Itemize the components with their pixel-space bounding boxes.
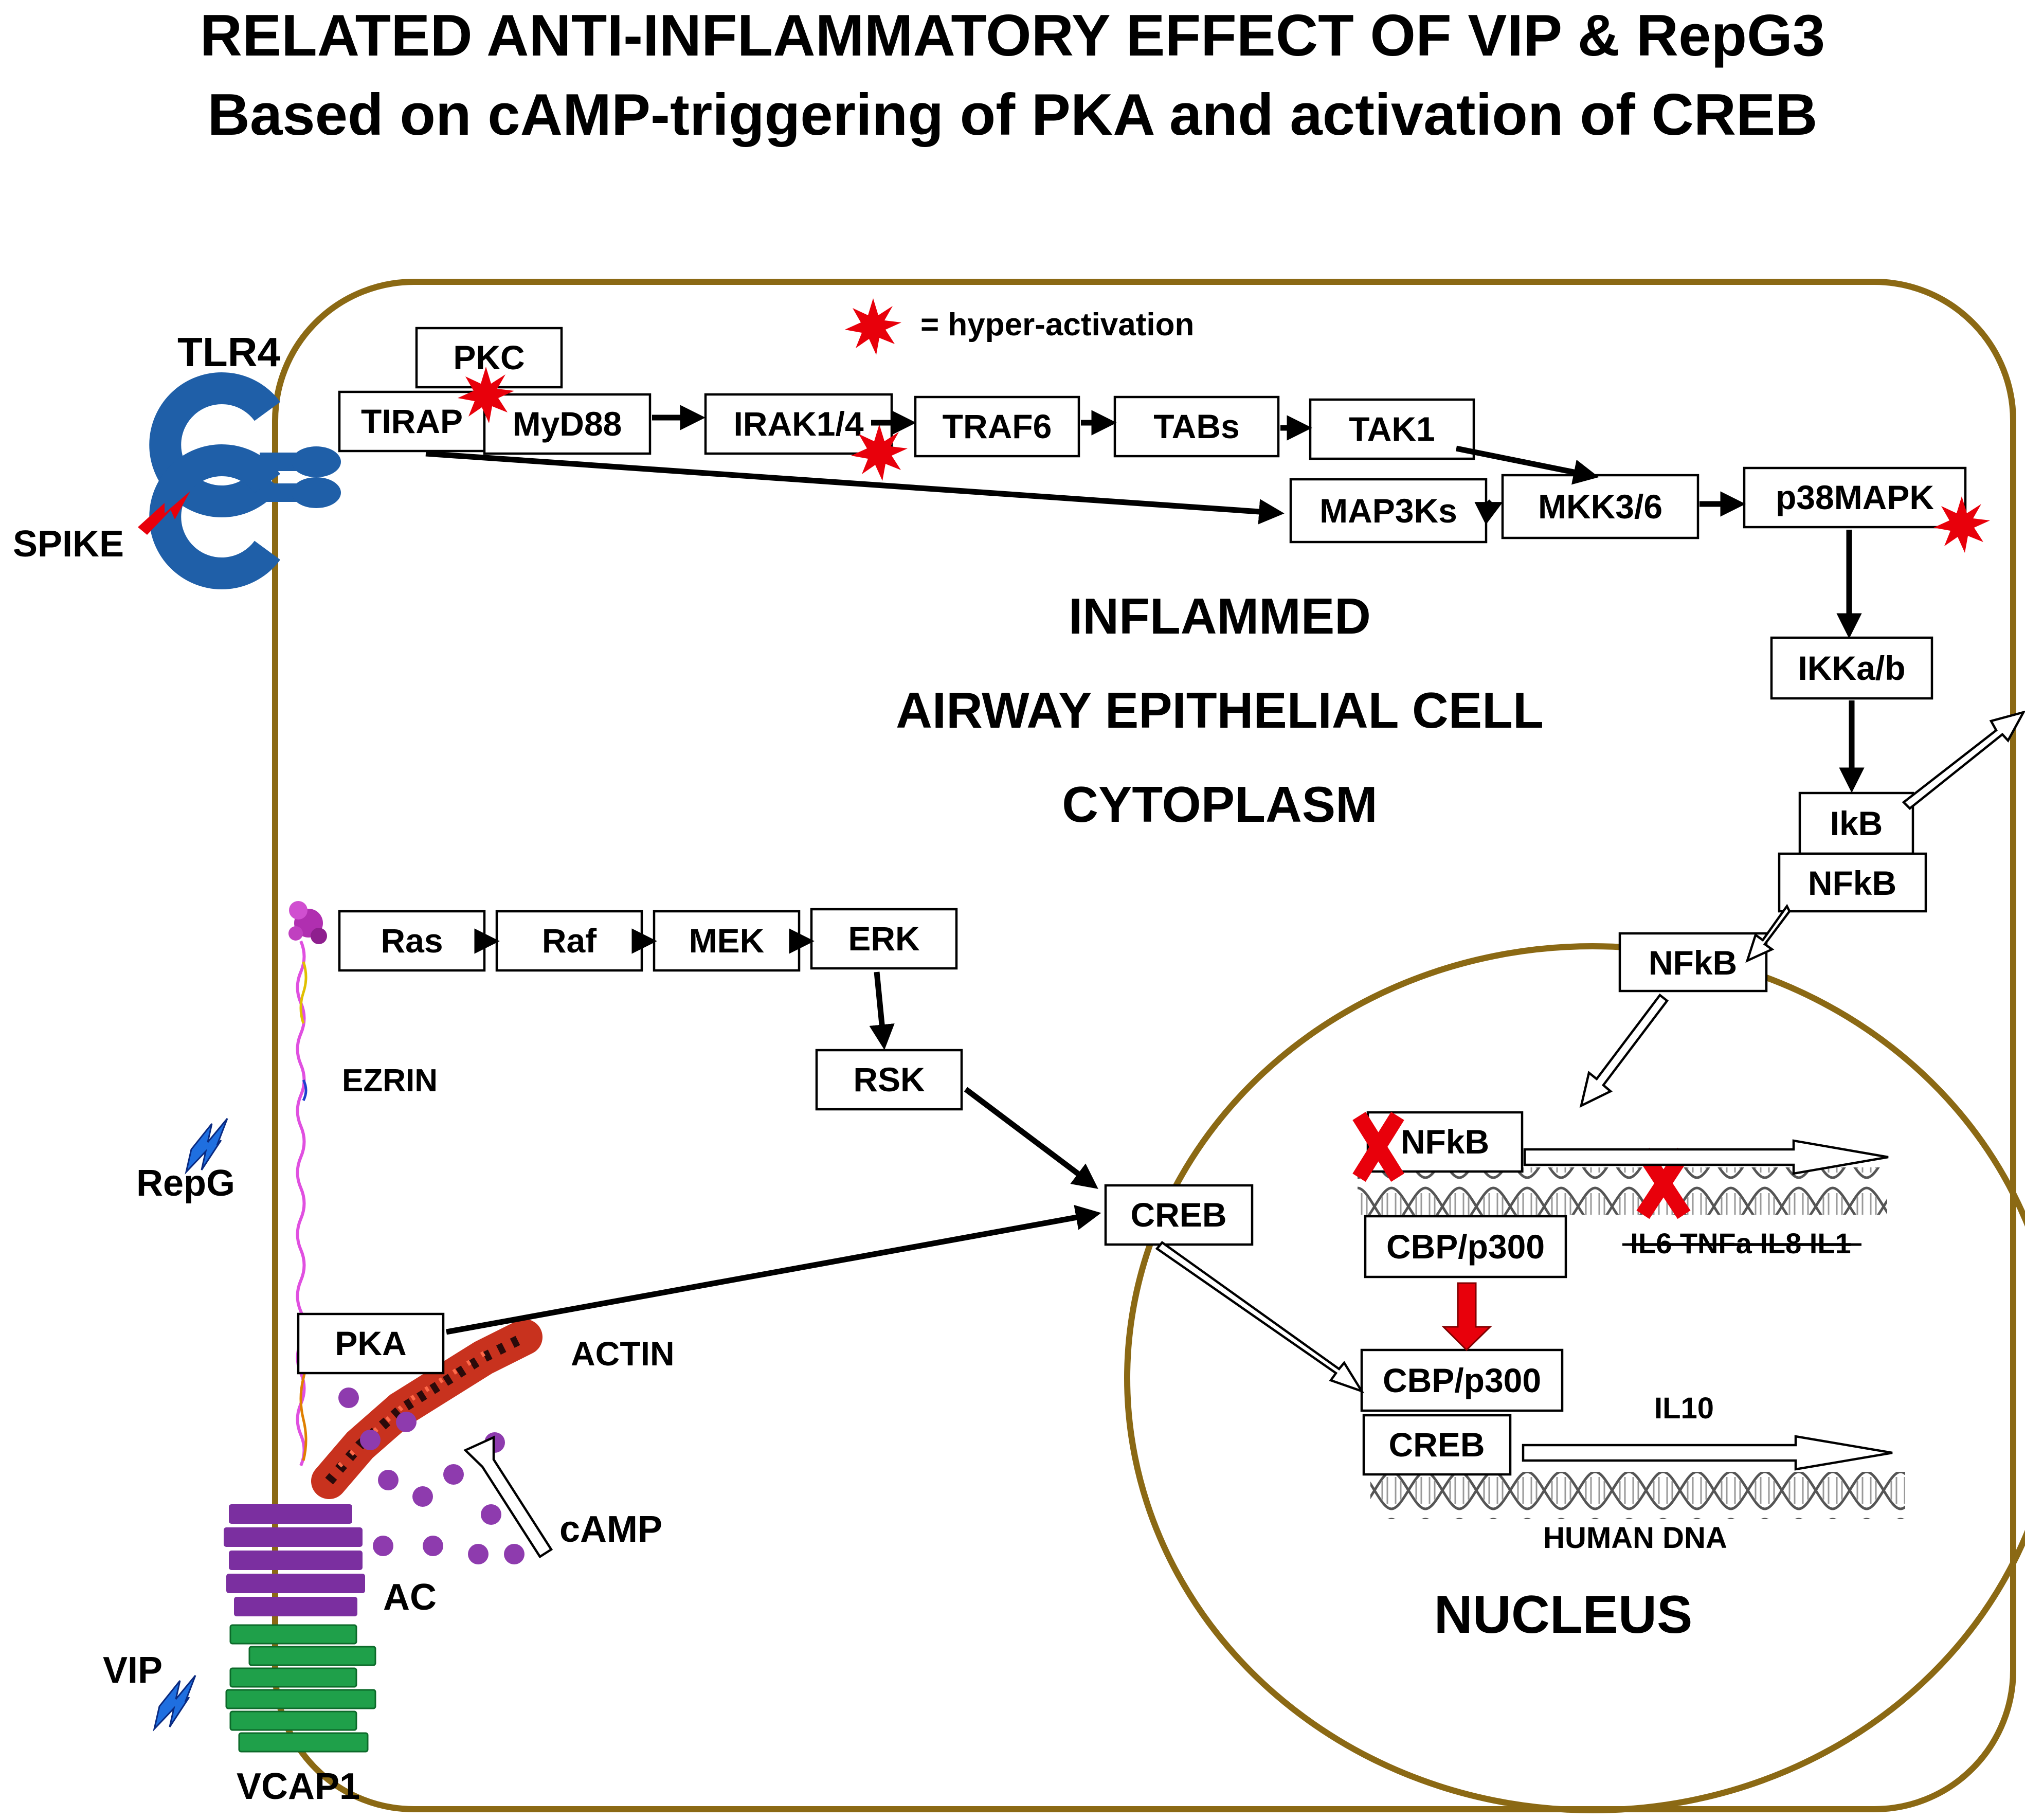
node-myd88: MyD88 bbox=[483, 393, 652, 455]
node-irak: IRAK1/4 bbox=[704, 393, 893, 455]
svg-text:MKK3/6: MKK3/6 bbox=[1538, 488, 1662, 526]
ac-label: AC bbox=[383, 1577, 437, 1618]
node-mek: MEK bbox=[653, 910, 801, 972]
node-ikb: IkB bbox=[1798, 791, 1914, 855]
node-traf6: TRAF6 bbox=[914, 395, 1080, 458]
il10-label: IL10 bbox=[1654, 1392, 1714, 1425]
dna-label: HUMAN DNA bbox=[1543, 1521, 1727, 1555]
arrow-map3ks-mkk bbox=[1474, 502, 1503, 525]
arrow-pka-creb bbox=[446, 1204, 1101, 1335]
svg-text:MyD88: MyD88 bbox=[513, 405, 622, 443]
arrow-erk-rsk bbox=[869, 971, 895, 1050]
title-line-1: RELATED ANTI-INFLAMMATORY EFFECT OF VIP … bbox=[200, 3, 1825, 68]
arrow-ikb-degradation bbox=[1902, 710, 2025, 810]
svg-text:p38MAPK: p38MAPK bbox=[1776, 478, 1934, 516]
node-ras: Ras bbox=[338, 910, 486, 972]
node-rsk: RSK bbox=[815, 1049, 963, 1111]
svg-text:TIRAP: TIRAP bbox=[361, 402, 463, 440]
camp-arrow bbox=[463, 1435, 553, 1559]
tlr4-receptor-icon bbox=[149, 372, 341, 589]
title-line-2: Based on cAMP-triggering of PKA and acti… bbox=[208, 82, 1818, 148]
svg-text:ERK: ERK bbox=[848, 920, 920, 958]
node-mkk: MKK3/6 bbox=[1501, 474, 1699, 539]
svg-text:NFkB: NFkB bbox=[1808, 864, 1896, 902]
arrow-tak1-mkk bbox=[1455, 445, 1599, 485]
cell-membrane bbox=[272, 279, 2016, 1812]
cell-label-2: AIRWAY EPITHELIAL CELL bbox=[896, 682, 1544, 738]
ezrin-protein-icon bbox=[288, 901, 327, 1467]
vcap1-label: VCAP1 bbox=[237, 1766, 360, 1807]
node-cbp-p300-active: CBP/p300 bbox=[1360, 1348, 1564, 1412]
dna-strand-lower bbox=[1370, 1472, 1905, 1519]
svg-text:Raf: Raf bbox=[542, 922, 597, 960]
repg-label: RepG bbox=[136, 1163, 235, 1204]
nucleus-label: NUCLEUS bbox=[1434, 1585, 1693, 1645]
node-tirap: TIRAP bbox=[338, 390, 486, 453]
blocked-x-icon bbox=[1352, 1112, 1404, 1182]
svg-text:NFkB: NFkB bbox=[1649, 944, 1737, 982]
node-ikk: IKKa/b bbox=[1770, 636, 1933, 700]
adenylyl-cyclase-icon bbox=[224, 1504, 365, 1616]
node-nfkb-translocating: NFkB bbox=[1618, 932, 1768, 993]
spike-label: SPIKE bbox=[13, 524, 124, 565]
svg-text:CREB: CREB bbox=[1388, 1426, 1485, 1464]
arrow-creb-nucleus bbox=[1155, 1240, 1365, 1394]
node-creb-nucleus: CREB bbox=[1362, 1414, 1512, 1476]
svg-text:IKKa/b: IKKa/b bbox=[1798, 649, 1905, 687]
node-tabs: TABs bbox=[1113, 395, 1280, 458]
svg-text:Ras: Ras bbox=[381, 922, 443, 960]
svg-text:CREB: CREB bbox=[1130, 1196, 1226, 1234]
arrow-nfkb-translocation bbox=[1745, 904, 1791, 963]
node-p38mapk: p38MAPK bbox=[1743, 466, 1967, 529]
svg-text:CBP/p300: CBP/p300 bbox=[1383, 1361, 1541, 1399]
svg-text:MAP3Ks: MAP3Ks bbox=[1319, 492, 1457, 530]
ezrin-label: EZRIN bbox=[342, 1063, 438, 1098]
dna-strand-upper bbox=[1358, 1167, 1887, 1215]
arrow-nfkb-transcription bbox=[1523, 1139, 1889, 1175]
svg-text:PKC: PKC bbox=[453, 338, 525, 376]
node-cbp-p300-inactive: CBP/p300 bbox=[1364, 1215, 1567, 1278]
svg-text:IRAK1/4: IRAK1/4 bbox=[733, 405, 863, 443]
arrow-il10-transcription bbox=[1522, 1435, 1893, 1471]
spike-bolt-icon bbox=[138, 491, 190, 535]
hyperactivation-star-icon bbox=[845, 298, 901, 355]
cell-label-1: INFLAMMED bbox=[1069, 588, 1371, 644]
arrow-tirap-map3ks bbox=[425, 451, 1285, 525]
tlr4-label: TLR4 bbox=[177, 329, 281, 375]
svg-text:MEK: MEK bbox=[689, 922, 765, 960]
node-pka: PKA bbox=[297, 1312, 445, 1375]
arrow-rsk-creb bbox=[964, 1087, 1098, 1189]
arrow-map3ks-mkk-stub bbox=[1487, 499, 1493, 506]
svg-text:RSK: RSK bbox=[853, 1060, 925, 1098]
camp-label: cAMP bbox=[559, 1509, 662, 1550]
actin-filament-icon bbox=[311, 1319, 543, 1499]
svg-text:TRAF6: TRAF6 bbox=[943, 407, 1052, 445]
arrow-nfkb-nucleus bbox=[1579, 993, 1669, 1108]
svg-text:NFkB: NFkB bbox=[1401, 1123, 1489, 1161]
node-erk: ERK bbox=[810, 908, 958, 970]
svg-text:IkB: IkB bbox=[1830, 804, 1883, 842]
cbp-recruitment-arrow bbox=[1441, 1282, 1492, 1352]
vcap1-receptor-icon bbox=[225, 1624, 376, 1753]
node-nfkb-cytoplasm: NFkB bbox=[1778, 852, 1927, 913]
svg-text:PKA: PKA bbox=[335, 1324, 406, 1362]
vip-label: VIP bbox=[103, 1650, 162, 1691]
actin-label: ACTIN bbox=[571, 1335, 675, 1373]
legend-text: = hyper-activation bbox=[920, 307, 1194, 343]
node-raf: Raf bbox=[495, 910, 643, 972]
node-map3ks: MAP3Ks bbox=[1289, 478, 1488, 544]
node-creb: CREB bbox=[1104, 1184, 1254, 1246]
svg-text:CBP/p300: CBP/p300 bbox=[1386, 1228, 1545, 1266]
nucleus-membrane bbox=[1124, 943, 2025, 1813]
node-tak1: TAK1 bbox=[1309, 398, 1475, 460]
svg-text:TABs: TABs bbox=[1153, 407, 1239, 445]
cell-label-3: CYTOPLASM bbox=[1062, 776, 1377, 833]
svg-text:TAK1: TAK1 bbox=[1349, 410, 1435, 448]
